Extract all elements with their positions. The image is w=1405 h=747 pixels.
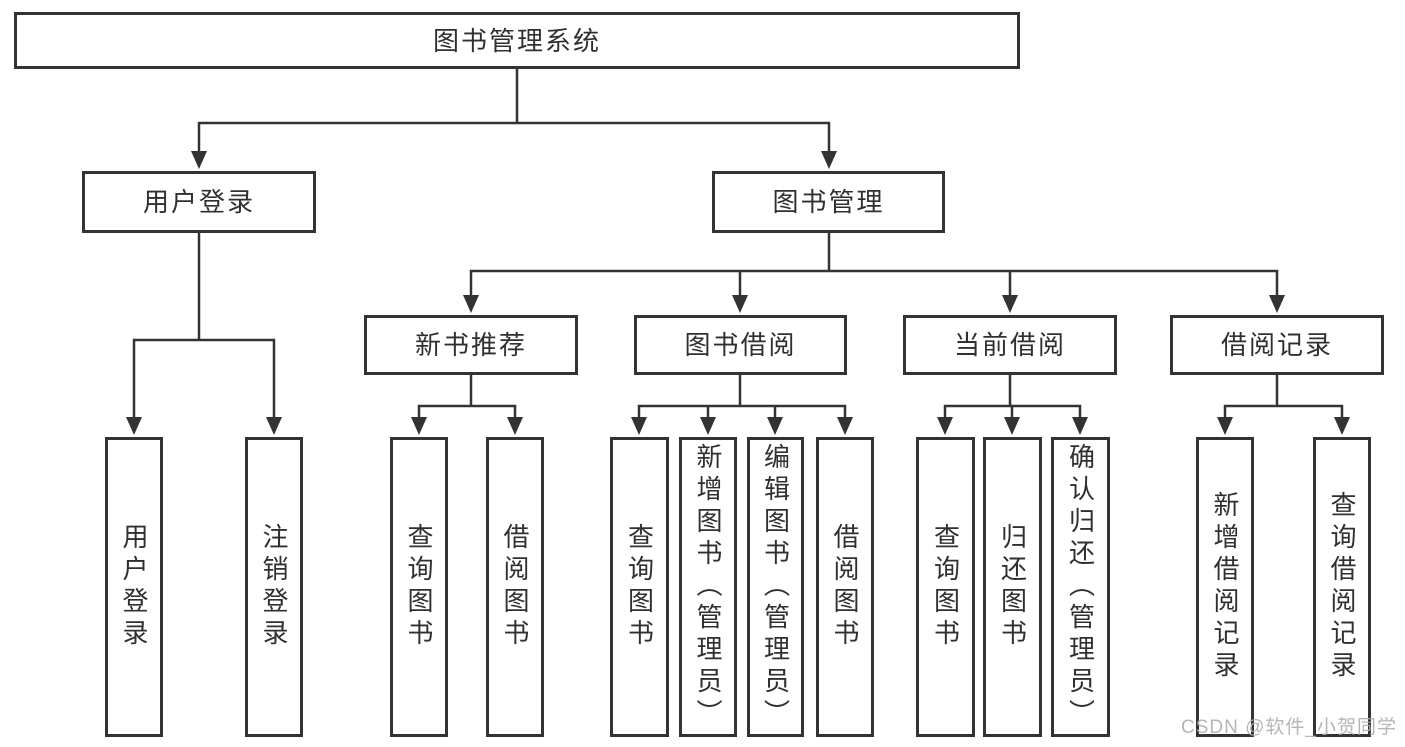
node-label: 图书管理 — [772, 187, 885, 217]
node-leaf-query-books-2: 查询图书 — [610, 437, 669, 737]
node-label: 借阅图书 — [830, 523, 860, 651]
node-leaf-query-borrow-record: 查询借阅记录 — [1313, 437, 1371, 737]
node-label: 新增借阅记录 — [1210, 491, 1240, 683]
node-label: 当前借阅 — [953, 330, 1066, 360]
node-book-borrowing: 图书借阅 — [634, 315, 847, 375]
node-label: 图书借阅 — [684, 330, 797, 360]
node-leaf-borrow-books-1: 借阅图书 — [486, 437, 544, 737]
node-label: 新增图书（管理员） — [693, 443, 723, 731]
node-label: 借阅记录 — [1220, 330, 1333, 360]
node-current-borrowing: 当前借阅 — [903, 315, 1117, 375]
node-label: 查询借阅记录 — [1327, 491, 1357, 683]
node-label: 查询图书 — [404, 523, 434, 651]
node-leaf-edit-books-admin: 编辑图书（管理员） — [747, 437, 804, 737]
csdn-watermark: CSDN @软件_小贺同学 — [1181, 717, 1397, 738]
node-label: 图书管理系统 — [432, 25, 601, 56]
node-leaf-query-books-3: 查询图书 — [916, 437, 975, 737]
node-leaf-return-books: 归还图书 — [983, 437, 1042, 737]
node-label: 用户登录 — [119, 523, 149, 651]
node-label: 确认归还（管理员） — [1065, 443, 1096, 731]
node-label: 查询图书 — [930, 523, 961, 651]
node-new-book-recommend: 新书推荐 — [364, 315, 578, 375]
node-leaf-confirm-return-admin: 确认归还（管理员） — [1051, 437, 1110, 737]
node-book-management: 图书管理 — [712, 171, 945, 233]
node-label: 借阅图书 — [500, 523, 530, 651]
node-leaf-borrow-books-2: 借阅图书 — [816, 437, 874, 737]
node-user-login: 用户登录 — [82, 171, 316, 233]
node-label: 编辑图书（管理员） — [760, 443, 791, 731]
node-root-library-system: 图书管理系统 — [14, 12, 1020, 69]
node-label: 查询图书 — [624, 523, 655, 651]
node-label: 新书推荐 — [414, 330, 527, 360]
node-leaf-add-books-admin: 新增图书（管理员） — [679, 437, 737, 737]
node-label: 用户登录 — [142, 187, 255, 217]
node-leaf-add-borrow-record: 新增借阅记录 — [1196, 437, 1254, 737]
node-leaf-query-books-1: 查询图书 — [390, 437, 448, 737]
node-label: 归还图书 — [997, 523, 1028, 651]
node-label: 注销登录 — [259, 523, 289, 651]
node-leaf-logout: 注销登录 — [245, 437, 303, 737]
arrowhead-icons — [126, 151, 1350, 435]
node-leaf-user-login: 用户登录 — [105, 437, 163, 737]
node-borrowing-records: 借阅记录 — [1170, 315, 1384, 375]
